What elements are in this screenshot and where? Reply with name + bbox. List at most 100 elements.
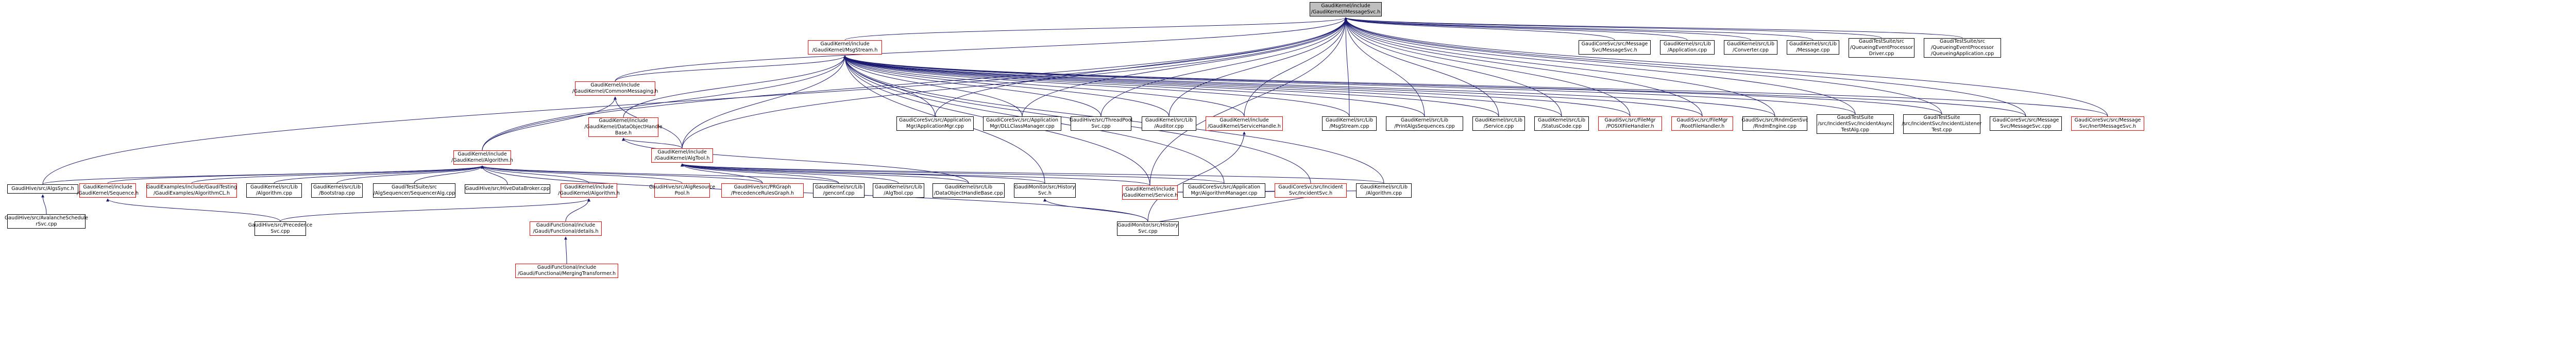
graph-node-hive-errorhandling[interactable]: GaudiHive/src/HiveDataBroker.cpp <box>465 184 550 194</box>
graph-node-gk-application[interactable]: GaudiKernel/src/Lib/Application.cpp <box>1660 40 1715 55</box>
graph-node-gk-sequence[interactable]: GaudiKernel/include/GaudiKernel/Sequence… <box>77 183 139 198</box>
edge-gk_msgstream_cpp-to-root <box>1344 17 1350 117</box>
graph-node-gk-algorithm-h[interactable]: GaudiKernel/include/GaudiKernel/Algorith… <box>558 183 620 198</box>
node-label-line: GaudiKernel/src/Lib <box>875 184 922 190</box>
node-label-line: GaudiHive/src/ThreadPool <box>1069 117 1133 123</box>
graph-node-msgstream[interactable]: GaudiKernel/include/GaudiKernel/MsgStrea… <box>808 40 882 55</box>
edge-gk_history_cpp-to-gk_history_h <box>1043 198 1148 222</box>
edge-gk_filemgr_root-to-msgstream <box>843 55 1703 117</box>
graph-node-gts-queueing-app[interactable]: GaudiTestSuite/src/QueueingEventProcesso… <box>1924 38 2001 58</box>
graph-node-gk-dataobjhandle-cpp[interactable]: GaudiKernel/src/Lib/DataObjectHandleBase… <box>933 183 1005 198</box>
graph-node-gk-converter[interactable]: GaudiKernel/src/Lib/Converter.cpp <box>1724 40 1777 55</box>
node-label-line: GaudiKernel/include <box>590 82 640 88</box>
graph-node-hive-prgraph[interactable]: GaudiHive/src/PRGraph/PrecedenceRulesGra… <box>721 183 804 198</box>
edge-gk_printalg-to-msgstream <box>843 55 1425 117</box>
node-label-line: /GaudiKernel/AlgTool.h <box>654 155 710 161</box>
graph-node-gk-algorithm-lib[interactable]: GaudiKernel/src/Lib/Algorithm.cpp <box>1356 183 1412 198</box>
node-label-line: GaudiFunctional/include <box>536 222 596 228</box>
graph-node-gk-statuscode[interactable]: GaudiKernel/src/Lib/StatusCode.cpp <box>1534 116 1589 131</box>
node-label-line: GaudiKernel/include <box>564 184 614 190</box>
edge-algorithm_cpp-to-algorithm <box>274 165 484 184</box>
node-label-line: /AlgSequencer/SequencerAlg.cpp <box>373 191 455 196</box>
graph-node-gaudihive-sequence[interactable]: GaudiHive/src/AlgsSync.h <box>7 184 78 194</box>
node-label-line: GaudiKernel/include <box>599 118 648 124</box>
graph-node-gts-incident-listener[interactable]: GaudiTestSuite/src/IncidentSvc/IncidentL… <box>1902 114 1982 134</box>
node-label-line: rSvc.cpp <box>36 221 57 227</box>
edge-gk_genericc-to-algorithm <box>481 165 839 184</box>
graph-node-gk-filemgr-root[interactable]: GaudiSvc/src/FileMgr/RootFileHandler.h <box>1671 116 1733 131</box>
graph-node-functional-merging[interactable]: GaudiFunctional/include/Gaudi/Functional… <box>515 264 618 278</box>
edge-gk_appmgr_cpp-to-root <box>935 17 1347 117</box>
node-label-line: /Converter.cpp <box>1733 47 1769 53</box>
edge-gaudiexamples_algorithm-to-algorithm <box>191 165 484 184</box>
graph-node-dataobjhandlebase[interactable]: GaudiKernel/include/GaudiKernel/DataObje… <box>584 117 663 137</box>
edge-gk_message-to-root <box>1344 17 1814 41</box>
graph-node-service[interactable]: GaudiKernel/include/GaudiKernel/Service.… <box>1122 185 1178 200</box>
graph-node-gk-servicehandle[interactable]: GaudiKernel/include/GaudiKernel/ServiceH… <box>1206 116 1283 131</box>
node-label-line: /Application.cpp <box>1667 47 1707 53</box>
node-label-line: /GaudiKernel/ServiceHandle.h <box>1208 124 1281 129</box>
graph-node-gk-algtool-cpp[interactable]: GaudiKernel/src/Lib/AlgTool.cpp <box>873 183 924 198</box>
node-label-line: /PrintAlgsSequences.cpp <box>1394 124 1455 129</box>
graph-node-algorithm-cpp[interactable]: GaudiKernel/src/Lib/Algorithm.cpp <box>246 183 302 198</box>
node-label-line: /GaudiKernel/IMessageSvc.h <box>1311 9 1381 15</box>
node-label-line: Pool.h <box>674 191 690 196</box>
graph-node-common[interactable]: GaudiKernel/include/GaudiKernel/CommonMe… <box>572 81 658 96</box>
node-label-line: GaudiCoreSvc/src/Message <box>1581 41 1648 47</box>
node-label-line: GaudiKernel/src/Lib <box>1145 117 1193 123</box>
graph-node-gkt-algsequencer[interactable]: GaudiTestSuite/src/AlgSequencer/Sequence… <box>373 183 455 198</box>
node-label-line: /genconf.cpp <box>823 191 855 196</box>
graph-node-gaudiexamples-algorithm[interactable]: GaudiExamples/include/GaudiTesting/Gaudi… <box>146 183 237 198</box>
graph-node-gk-service-cpp[interactable]: GaudiKernel/src/Lib/Service.cpp <box>1472 116 1525 131</box>
graph-node-gk-filemgr-posix[interactable]: GaudiSvc/src/FileMgr/POSIXFileHandler.h <box>1598 116 1662 131</box>
node-label-line: GaudiKernel/src/Lib <box>1401 117 1448 123</box>
node-label-line: GaudiMonitor/src/History <box>1014 184 1076 190</box>
graph-node-algtool[interactable]: GaudiKernel/include/GaudiKernel/AlgTool.… <box>651 148 713 163</box>
graph-node-gts-queueing-driver[interactable]: GaudiTestSuite/src/QueueingEventProcesso… <box>1849 38 1914 58</box>
graph-node-algorithm[interactable]: GaudiKernel/include/GaudiKernel/Algorith… <box>451 150 513 165</box>
node-label-line: GaudiCoreSvc/src/Application <box>899 117 972 123</box>
node-label-line: /GaudiExamples/AlgorithmCL.h <box>154 191 230 196</box>
edge-functional_details-to-gk_algorithm_h <box>565 198 590 222</box>
node-label-line: /QueueingEventProcessor <box>1850 45 1913 50</box>
graph-node-functional-details[interactable]: GaudiFunctional/include/Gaudi/Functional… <box>530 221 602 236</box>
node-label-line: GaudiKernel/include <box>1219 117 1269 123</box>
edge-gk_servicehandle-to-root <box>1244 17 1347 117</box>
graph-node-gk-genericc[interactable]: GaudiKernel/src/Lib/genconf.cpp <box>813 183 865 198</box>
node-label-line: Base.h <box>615 130 632 136</box>
edge-gk_genericc-to-algtool <box>681 163 839 184</box>
node-label-line: /src/IncidentSvc/IncidentListener <box>1902 121 1982 127</box>
edge-gk_service_cpp-to-root <box>1344 17 1499 117</box>
graph-node-gk-message[interactable]: GaudiKernel/src/Lib/Message.cpp <box>1787 40 1839 55</box>
graph-node-gk-rndm-engine[interactable]: GaudiSvc/src/RndmGenSvc/RndmEngine.cpp <box>1741 116 1808 131</box>
edge-hive_prgraph-to-algorithm <box>481 165 763 184</box>
graph-node-gk-printalg[interactable]: GaudiKernel/src/Lib/PrintAlgsSequences.c… <box>1386 116 1463 131</box>
node-label-line: /Message.cpp <box>1796 47 1830 53</box>
edge-gk_application-to-root <box>1344 17 1688 41</box>
graph-node-gts-incident-async[interactable]: GaudiTestSuite/src/IncidentSvc/IncidentA… <box>1817 114 1894 134</box>
edge-gk_history_cpp-to-gk_servicehandle <box>1147 131 1246 222</box>
node-label-line: /Gaudi/Functional/MergingTransformer.h <box>517 271 616 276</box>
edge-gk_service_cpp-to-msgstream <box>843 55 1499 117</box>
graph-node-gk-msgstream-cpp[interactable]: GaudiKernel/src/Lib/MsgStream.cpp <box>1322 116 1377 131</box>
edge-gk_appmgr_algorithmmanager-to-algtool <box>681 163 1225 184</box>
node-label-line: Svc/InertMessageSvc.h <box>2079 124 2136 129</box>
edge-gk_auditor-to-msgstream <box>843 55 1170 117</box>
graph-node-bootstrap[interactable]: GaudiKernel/src/Lib/Bootstrap.cpp <box>311 183 363 198</box>
graph-node-gk-auditor[interactable]: GaudiKernel/src/Lib/Auditor.cpp <box>1142 116 1196 131</box>
edge-algtool-to-msgstream <box>682 55 846 149</box>
